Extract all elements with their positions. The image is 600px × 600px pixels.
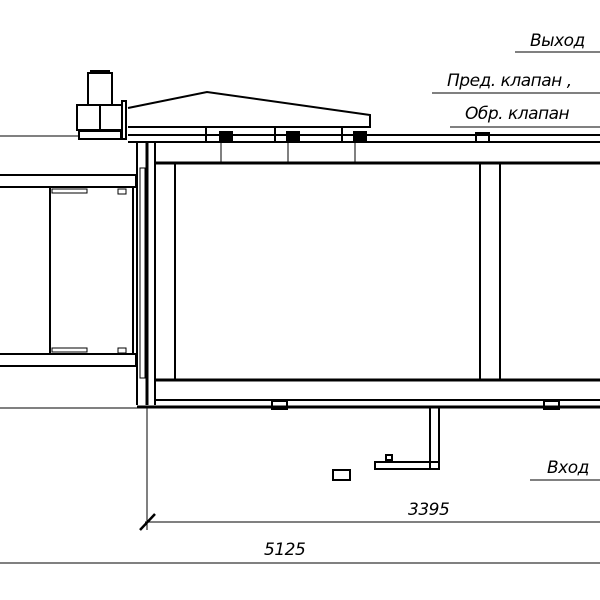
valve-manifold-cover bbox=[127, 90, 490, 163]
pump-motor bbox=[76, 70, 127, 140]
dimension-inner: 3395 bbox=[408, 500, 449, 520]
label-inlet-text: Вход bbox=[547, 458, 589, 478]
dimension-tick bbox=[139, 513, 156, 531]
label-inlet: Вход bbox=[530, 458, 600, 481]
side-module bbox=[0, 174, 137, 367]
label-relief-valve-text: Пред. клапан , bbox=[447, 71, 572, 91]
dimension-lines: 3395 5125 bbox=[0, 407, 600, 564]
inlet-pipe bbox=[332, 406, 440, 481]
label-outlet: Выход bbox=[515, 31, 600, 53]
label-check-valve: Обр. клапан bbox=[450, 104, 600, 128]
label-check-valve-text: Обр. клапан bbox=[465, 104, 570, 124]
dimension-overall: 5125 bbox=[264, 540, 305, 560]
label-outlet-text: Выход bbox=[530, 31, 585, 51]
main-container bbox=[128, 134, 600, 410]
label-relief-valve: Пред. клапан , bbox=[432, 71, 600, 94]
